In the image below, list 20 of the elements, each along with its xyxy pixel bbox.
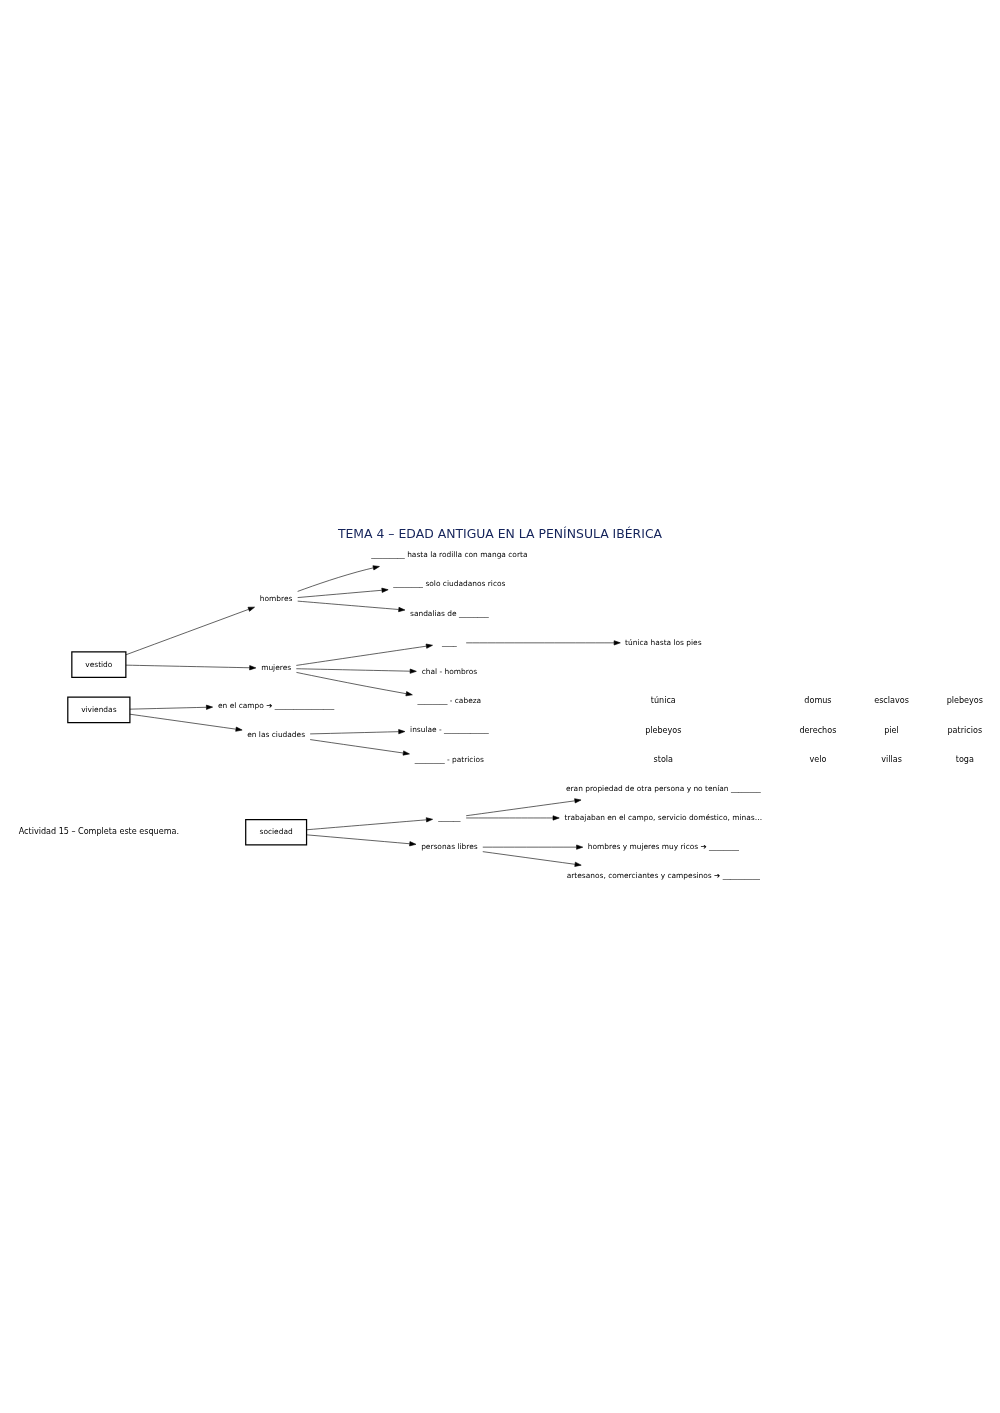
arrow [296, 672, 413, 697]
arrow [125, 606, 255, 656]
arrow [309, 739, 410, 756]
arrow [297, 587, 389, 598]
arrow [306, 817, 433, 831]
arrow [465, 815, 560, 821]
arrow [129, 713, 243, 732]
arrow [465, 640, 621, 646]
arrow [125, 664, 257, 671]
arrow [297, 600, 406, 612]
arrow [296, 668, 417, 674]
arrow [465, 798, 582, 817]
arrow [482, 851, 582, 867]
arrow [297, 565, 380, 592]
arrow [482, 844, 584, 850]
arrow [296, 643, 433, 666]
arrow [309, 729, 406, 735]
diagram-title: TEMA 4 – EDAD ANTIGUA EN LA PENÍNSULA IBÉRICA [337, 525, 663, 541]
arrow [306, 834, 417, 847]
arrow [129, 704, 213, 710]
